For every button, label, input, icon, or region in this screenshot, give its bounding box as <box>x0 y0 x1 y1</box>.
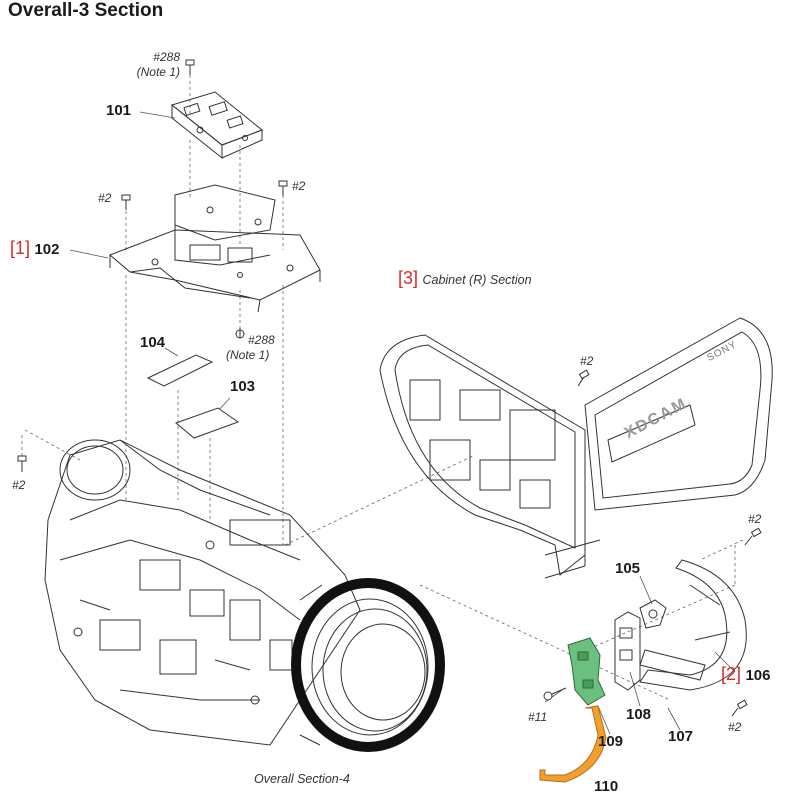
part-label-109: 109 <box>598 733 624 750</box>
part-108-bracket <box>614 611 641 691</box>
ref-marker-2: [2] <box>721 664 742 684</box>
camera-lens <box>291 578 445 752</box>
part-label-102: 102 <box>34 241 60 258</box>
part-label-108: 108 <box>626 706 652 723</box>
screw-2-far-left <box>17 455 27 472</box>
screw-288-mid-label: #288 (Note 1) <box>226 333 278 363</box>
part-label-110: 110 <box>594 778 619 795</box>
screw-label-2-left: #2 <box>98 191 112 205</box>
screw-2-right-top <box>744 527 762 546</box>
ref-1-group: [1] 102 <box>10 238 60 259</box>
note-ref: (Note 1) <box>226 348 270 362</box>
ref-3-group: [3] Cabinet (R) Section <box>398 268 532 289</box>
part-label-104: 104 <box>140 334 166 351</box>
part-label-101: 101 <box>106 102 132 119</box>
screw-label-2-cabinet: #2 <box>580 354 594 368</box>
screw-label-2-right: #2 <box>292 179 306 193</box>
screw-number: #288 <box>248 333 275 347</box>
part-label-103: 103 <box>230 378 256 395</box>
screw-288-top <box>185 59 195 75</box>
screw-2-right-bottom <box>731 699 748 717</box>
part-107-strip <box>639 649 706 681</box>
cabinet-r <box>379 334 601 579</box>
screw-number: #288 <box>153 50 180 64</box>
screw-label-11: #11 <box>528 710 548 724</box>
note-ref: (Note 1) <box>136 65 180 79</box>
page-title: Overall-3 Section <box>8 0 164 21</box>
camera-body <box>44 439 361 746</box>
part-label-107: 107 <box>668 728 694 745</box>
screw-2-right <box>278 180 288 196</box>
part-102-frame <box>109 184 321 313</box>
assembly-guides <box>21 75 744 701</box>
part-103-sheet <box>175 407 240 439</box>
part-109-board <box>567 637 606 706</box>
overall-section-4-label: Overall Section-4 <box>254 772 350 786</box>
leader-lines <box>69 111 736 735</box>
screw-label-2-right-bottom: #2 <box>728 720 742 734</box>
screw-2-cabinet <box>577 369 590 387</box>
part-101-bracket <box>170 91 263 160</box>
part-label-106: 106 <box>745 667 771 684</box>
ref-2-group: [2] 106 <box>721 664 771 685</box>
cabinet-section-label: Cabinet (R) Section <box>422 273 532 287</box>
screw-2-left <box>121 194 131 210</box>
part-110-flex <box>539 705 607 783</box>
ref-marker-3: [3] <box>398 268 419 288</box>
screw-label-2-far-left: #2 <box>12 478 26 492</box>
part-106-side-cover <box>639 559 747 691</box>
part-104-sheet <box>146 354 214 387</box>
screw-288-mid <box>235 328 245 339</box>
screw-label-2-right-top: #2 <box>748 512 762 526</box>
screw-11 <box>543 687 567 701</box>
side-grip-panel <box>584 317 773 511</box>
part-label-105: 105 <box>615 560 641 577</box>
part-105 <box>639 599 667 629</box>
screw-288-top-label: #288 (Note 1) <box>128 50 180 80</box>
ref-marker-1: [1] <box>10 238 31 258</box>
